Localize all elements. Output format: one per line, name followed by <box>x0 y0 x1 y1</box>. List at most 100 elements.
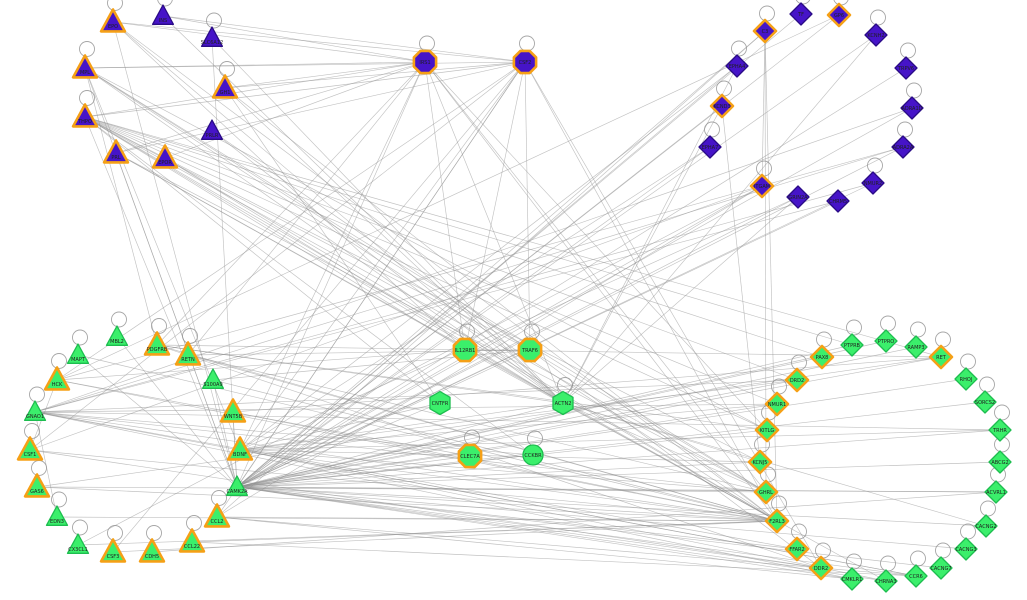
node-irs1[interactable]: IRS1 <box>412 49 438 75</box>
node-shape-triangle[interactable] <box>151 144 179 169</box>
node-mapt[interactable]: MAPT <box>66 343 90 364</box>
node-ccl2[interactable]: CCL2 <box>203 503 231 528</box>
node-epo[interactable]: EPO <box>99 8 127 33</box>
node-shape-diamond[interactable] <box>874 329 898 353</box>
node-trhr[interactable]: TRHR <box>988 418 1012 442</box>
node-shape-triangle[interactable] <box>43 366 71 391</box>
node-shape-triangle[interactable] <box>211 74 239 99</box>
node-shape-diamond[interactable] <box>809 344 835 370</box>
node-mbl2[interactable]: MBL2 <box>105 325 129 346</box>
node-gas6[interactable]: GAS6 <box>23 473 51 498</box>
node-cacng3[interactable]: CACNG3 <box>954 537 978 561</box>
node-shape-triangle[interactable] <box>23 473 51 498</box>
node-ret[interactable]: RET <box>928 344 954 370</box>
node-shape-diamond[interactable] <box>988 450 1012 474</box>
node-rhoj[interactable]: RHOJ <box>954 367 978 391</box>
node-shape-triangle[interactable] <box>138 538 166 563</box>
node-traf6[interactable]: TRAF6 <box>517 337 543 363</box>
node-shape-triangle[interactable] <box>66 343 90 364</box>
node-shape-diamond[interactable] <box>749 173 775 199</box>
node-kcnd3[interactable]: KCND3 <box>709 93 735 119</box>
node-ffar2[interactable]: FFAR2 <box>784 536 810 562</box>
node-ghrl[interactable]: GHRL <box>753 479 779 505</box>
node-shape-triangle[interactable] <box>200 119 224 140</box>
node-ins[interactable]: INS <box>151 4 175 25</box>
node-csf3[interactable]: CSF3 <box>99 538 127 563</box>
node-shape-diamond[interactable] <box>864 23 888 47</box>
node-shape-triangle[interactable] <box>200 26 224 47</box>
node-cacng2[interactable]: CACNG2 <box>974 514 998 538</box>
node-epha7[interactable]: EPHA7 <box>698 135 722 159</box>
node-wnt5b[interactable]: WNT5B <box>219 398 247 423</box>
node-shape-diamond[interactable] <box>789 2 813 26</box>
node-nmur1[interactable]: NMUR1 <box>764 391 790 417</box>
node-shape-diamond[interactable] <box>840 567 864 591</box>
node-shape-diamond[interactable] <box>747 449 773 475</box>
node-shape-diamond[interactable] <box>753 479 779 505</box>
node-ptpro[interactable]: PTPRO <box>874 329 898 353</box>
node-shape-diamond[interactable] <box>929 556 953 580</box>
node-acvrl1[interactable]: ACVRL1 <box>984 480 1008 504</box>
node-hck[interactable]: HCK <box>43 366 71 391</box>
node-cckbr[interactable]: CCKBR <box>522 444 544 466</box>
node-cx3cl1[interactable]: CX3CL1 <box>66 533 90 554</box>
node-shape-diamond[interactable] <box>861 171 885 195</box>
node-shape-diamond[interactable] <box>900 96 924 120</box>
node-shape-triangle[interactable] <box>45 505 69 526</box>
node-shape-triangle[interactable] <box>102 139 130 164</box>
node-shape-diamond[interactable] <box>894 56 918 80</box>
node-chrm5[interactable]: CHRM5 <box>826 189 850 213</box>
node-shape-octagon[interactable] <box>457 443 483 469</box>
node-shape-diamond[interactable] <box>784 536 810 562</box>
node-clec7a[interactable]: CLEC7A <box>457 443 483 469</box>
node-shape-triangle[interactable] <box>201 368 225 389</box>
node-shape-triangle[interactable] <box>105 325 129 346</box>
node-shape-triangle[interactable] <box>23 400 47 421</box>
node-shape-diamond[interactable] <box>973 390 997 414</box>
node-shape-diamond[interactable] <box>752 18 778 44</box>
node-csf2[interactable]: CSF2 <box>512 49 538 75</box>
node-shape-diamond[interactable] <box>840 333 864 357</box>
node-cntfr[interactable]: CNTFR <box>429 390 451 416</box>
node-shape-triangle[interactable] <box>71 54 99 79</box>
node-ccl22[interactable]: CCL22 <box>178 528 206 553</box>
node-shape-diamond[interactable] <box>984 480 1008 504</box>
node-shape-diamond[interactable] <box>904 335 928 359</box>
node-s100a9[interactable]: S100A9 <box>201 368 225 389</box>
node-adra2a[interactable]: ADRA2A <box>891 135 915 159</box>
node-shape-diamond[interactable] <box>764 391 790 417</box>
node-shape-diamond[interactable] <box>764 508 790 534</box>
node-adra1d[interactable]: ADRA1D <box>900 96 924 120</box>
node-shape-octagon[interactable] <box>512 49 538 75</box>
node-shape-diamond[interactable] <box>874 569 898 593</box>
node-shape-triangle[interactable] <box>66 533 90 554</box>
node-shape-octagon[interactable] <box>412 49 438 75</box>
node-mpl[interactable]: MPL <box>71 54 99 79</box>
node-shape-triangle[interactable] <box>225 475 249 496</box>
node-epha4[interactable]: EPHA4 <box>725 54 749 78</box>
node-shape-diamond[interactable] <box>974 514 998 538</box>
node-shape-diamond[interactable] <box>808 555 834 581</box>
node-shape-triangle[interactable] <box>151 4 175 25</box>
node-sorcs2[interactable]: SORCS2 <box>973 390 997 414</box>
node-shape-triangle[interactable] <box>143 331 171 356</box>
node-shape-triangle[interactable] <box>178 528 206 553</box>
node-shape-triangle[interactable] <box>174 341 202 366</box>
node-f2rl3[interactable]: F2RL3 <box>764 508 790 534</box>
node-shape-diamond[interactable] <box>709 93 735 119</box>
node-il12rb1[interactable]: IL12RB1 <box>452 337 478 363</box>
node-ptprb[interactable]: PTPRB <box>840 333 864 357</box>
node-shape-triangle[interactable] <box>226 436 254 461</box>
node-shape-diamond[interactable] <box>786 185 810 209</box>
node-shape-triangle[interactable] <box>203 503 231 528</box>
node-shape-octagon[interactable] <box>517 337 543 363</box>
node-shape-triangle[interactable] <box>219 398 247 423</box>
node-shape-diamond[interactable] <box>698 135 722 159</box>
node-shape-triangle[interactable] <box>16 436 44 461</box>
node-gnao1[interactable]: GNAO1 <box>23 400 47 421</box>
node-shape-circle[interactable] <box>522 444 544 466</box>
node-shape-triangle[interactable] <box>99 8 127 33</box>
node-shape-diamond[interactable] <box>954 367 978 391</box>
node-ccr6[interactable]: CCR6 <box>904 564 928 588</box>
